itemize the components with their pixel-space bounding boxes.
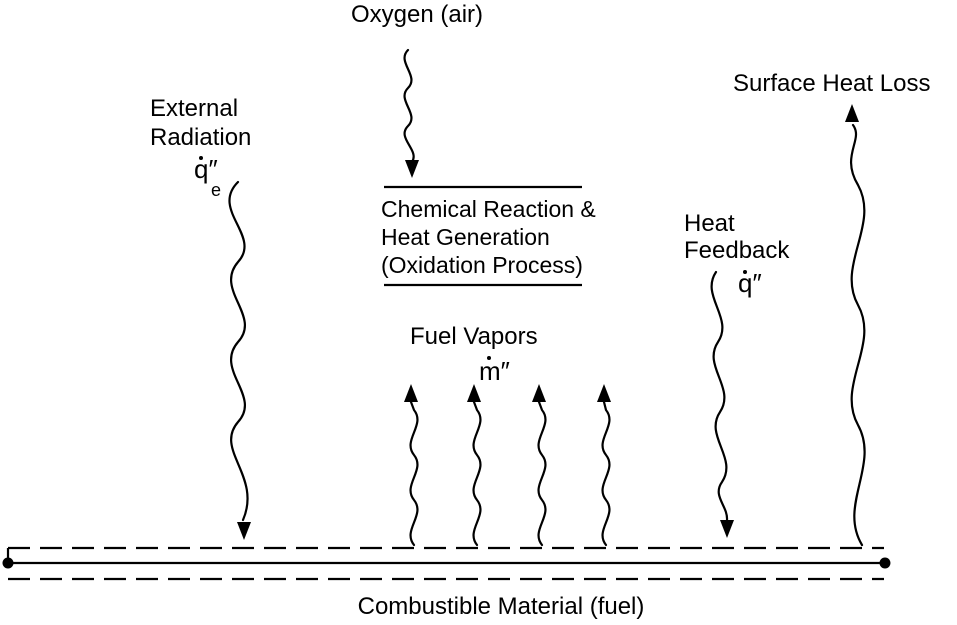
- fuel-vapor-wave-1: [409, 400, 419, 547]
- surface-heat-loss-arrow: [845, 104, 866, 547]
- fuel-vapor-arrowhead-4: [597, 384, 611, 402]
- external-radiation-arrow: [228, 180, 251, 540]
- oxygen-arrow: [403, 48, 419, 178]
- fuel-vapor-arrowhead-2: [467, 384, 481, 402]
- fuel-vapor-wave-2: [472, 400, 482, 547]
- heat-feedback-arrow: [710, 270, 734, 538]
- external-radiation-wave: [228, 180, 249, 522]
- oxygen-label: Oxygen (air): [351, 1, 483, 28]
- external-radiation-q: q″: [194, 154, 218, 184]
- heat-feedback-dot: [743, 270, 747, 274]
- fuel-vapor-arrow-2: [467, 384, 482, 547]
- external-radiation-subscript: e: [211, 180, 221, 200]
- fuel-vapors-m: m″: [479, 356, 510, 386]
- heat-feedback-wave: [710, 270, 729, 522]
- surface-heat-loss-wave: [849, 123, 866, 547]
- fuel-vapor-arrow-3: [532, 384, 547, 547]
- external-radiation-arrowhead: [237, 522, 251, 540]
- heat-feedback-q: q″: [738, 268, 762, 298]
- heat-feedback-symbol: q″: [738, 268, 762, 298]
- external-radiation-dot: [199, 156, 203, 160]
- fuel-vapor-arrow-1: [404, 384, 419, 547]
- surface-heat-loss-label: Surface Heat Loss: [733, 70, 930, 97]
- slab-right-endpoint: [879, 557, 891, 569]
- reaction-label-line2: Heat Generation: [381, 224, 550, 250]
- reaction-label-line1: Chemical Reaction &: [381, 196, 596, 222]
- fuel-vapors-symbol: m″: [479, 356, 510, 386]
- fuel-vapors-dot: [487, 356, 491, 360]
- fuel-vapor-arrowhead-1: [404, 384, 418, 402]
- combustible-material-slab: [2, 546, 891, 581]
- fuel-vapor-arrow-4: [597, 384, 611, 547]
- fuel-vapors-label: Fuel Vapors: [410, 323, 538, 350]
- heat-feedback-label-line1: Heat: [684, 210, 735, 237]
- slab-left-endpoint: [2, 557, 14, 569]
- oxygen-arrowhead: [405, 160, 419, 178]
- fuel-vapor-wave-3: [537, 400, 547, 547]
- surface-heat-loss-arrowhead: [845, 104, 859, 122]
- heat-feedback-arrowhead: [720, 520, 734, 538]
- external-radiation-label-line1: External: [150, 95, 238, 122]
- fuel-vapor-arrowhead-3: [532, 384, 546, 402]
- external-radiation-label-line2: Radiation: [150, 124, 251, 151]
- heat-feedback-label-line2: Feedback: [684, 237, 790, 264]
- fuel-vapor-wave-4: [601, 400, 611, 547]
- oxygen-wave: [403, 48, 415, 164]
- reaction-label-line3: (Oxidation Process): [381, 252, 583, 278]
- combustible-material-label: Combustible Material (fuel): [358, 593, 645, 620]
- external-radiation-symbol: q″ e: [194, 154, 221, 200]
